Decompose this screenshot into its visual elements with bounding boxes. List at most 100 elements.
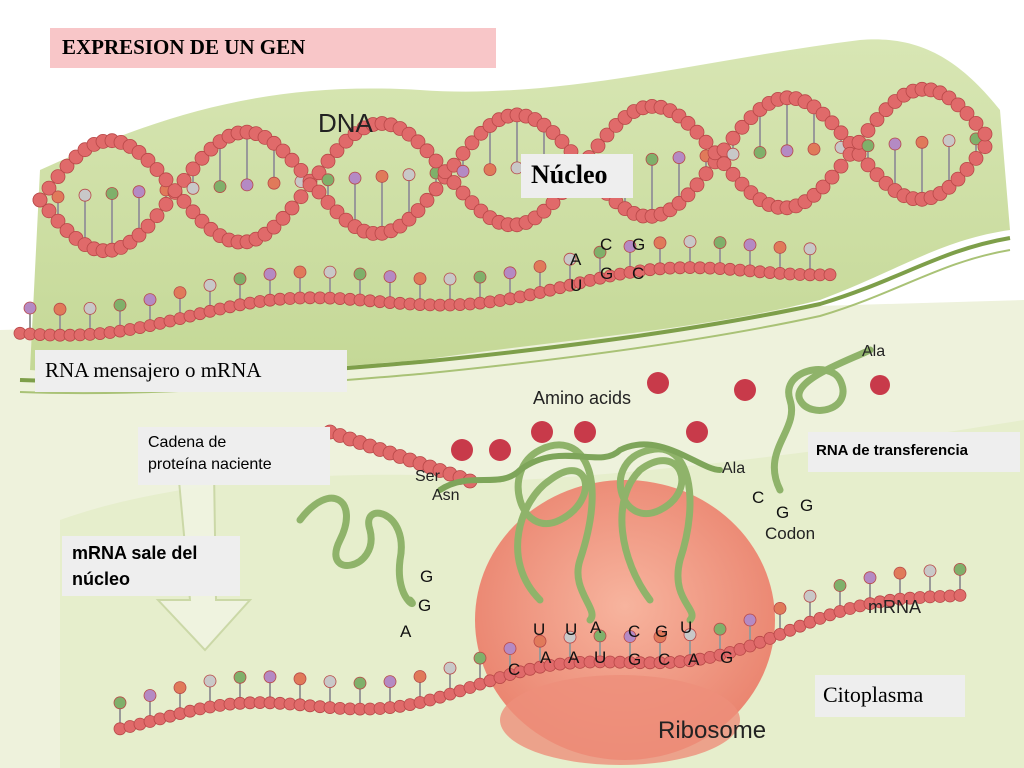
amino-acid — [686, 421, 708, 443]
dna-backbone-bead — [815, 106, 831, 122]
nucleotide-base — [105, 187, 119, 200]
dna-backbone-bead — [860, 123, 876, 138]
dna-backbone-bead — [428, 153, 444, 169]
dna-backbone-bead — [140, 152, 156, 168]
nucleotide-base — [672, 151, 686, 165]
dna-backbone-bead — [284, 152, 300, 168]
base-letter: C — [632, 264, 645, 283]
nucleotide-base — [233, 272, 247, 286]
nucleotide-base — [383, 270, 397, 284]
nucleotide-base — [807, 142, 821, 156]
mrna-exit-label-box: mRNA sale del núcleo — [62, 536, 240, 596]
nucleotide-base — [267, 176, 281, 190]
base-letter: U — [565, 620, 578, 639]
mrna-label-box: RNA mensajero o mRNA — [35, 350, 347, 392]
nucleotide-base — [83, 301, 97, 315]
dna-backbone-bead — [698, 166, 714, 182]
ala-mid-label: Ala — [722, 460, 746, 477]
dna-backbone-bead — [698, 134, 714, 150]
dna-backbone-bead — [968, 150, 984, 166]
base-letter: A — [400, 622, 412, 641]
dna-backbone-bead — [833, 158, 849, 174]
nucleotide-base — [213, 180, 227, 194]
amino-acid — [734, 379, 756, 401]
ribosome-label: Ribosome — [658, 717, 767, 744]
dna-backbone-bead — [329, 143, 345, 159]
dna-backbone-bead — [869, 112, 885, 127]
dna-label: DNA — [318, 108, 373, 138]
dna-backbone-bead — [734, 176, 750, 192]
dna-backbone-bead — [149, 162, 165, 177]
amino-acid — [451, 439, 473, 461]
base-letter: C — [600, 235, 613, 254]
nucleotide-base — [383, 675, 397, 688]
dna-backbone-bead — [959, 106, 975, 121]
nucleotide-base — [743, 613, 757, 627]
base-letter: G — [420, 567, 434, 586]
mrna-backbone-bead — [823, 268, 837, 282]
title-box: EXPRESION DE UN GEN — [50, 28, 496, 68]
amino-acid — [489, 439, 511, 461]
dna-backbone-bead — [977, 126, 993, 142]
base-letter: G — [418, 596, 432, 615]
dna-backbone-bead — [320, 194, 336, 210]
cytoplasm-label: Citoplasma — [823, 682, 924, 707]
nucleotide-base — [780, 144, 794, 158]
dna-backbone-bead — [50, 169, 66, 185]
dna-backbone-bead — [824, 115, 840, 131]
base-letter: G — [600, 264, 614, 283]
base-letter: C — [658, 650, 671, 669]
amino-acid — [647, 372, 669, 394]
nucleotide-base — [203, 674, 217, 688]
nucleotide-base — [263, 267, 277, 281]
nucleotide-base — [321, 173, 335, 187]
nucleotide-base — [113, 298, 127, 312]
trna-label: RNA de transferencia — [816, 442, 968, 459]
nucleotide-base — [443, 272, 457, 286]
nucleotide-base — [143, 293, 157, 307]
base-letter: A — [688, 650, 700, 669]
nucleotide-base — [533, 634, 547, 648]
amino-acids-label: Amino acids — [533, 388, 632, 408]
dna-backbone-bead — [455, 185, 471, 201]
dna-backbone-bead — [410, 134, 426, 150]
nucleotide-base — [623, 630, 637, 643]
nucleus-label: Núcleo — [531, 160, 608, 189]
nucleotide-base — [773, 240, 787, 254]
nucleus-region — [30, 39, 1010, 375]
dna-backbone-bead — [41, 203, 57, 219]
nucleotide-base — [533, 260, 547, 273]
dna-backbone-bead — [680, 187, 696, 203]
base-letter: U — [570, 276, 583, 295]
dna-backbone-bead — [716, 156, 732, 172]
nucleotide-base — [473, 651, 487, 665]
dna-backbone-bead — [410, 203, 426, 218]
nucleotide-base — [563, 252, 577, 266]
dna-backbone-bead — [455, 146, 471, 161]
nucleotide-base — [833, 579, 847, 592]
trna-center-left — [514, 441, 596, 624]
nucleotide-base — [173, 681, 187, 694]
nucleotide-base — [953, 563, 967, 576]
dna-backbone-bead — [59, 158, 75, 174]
dna-backbone-bead — [446, 175, 462, 190]
nucleotide-base — [893, 566, 907, 580]
nucleotide-base — [923, 564, 937, 578]
dna-backbone-bead — [131, 227, 147, 243]
dna-backbone-bead — [158, 172, 174, 188]
dna-backbone-bead — [977, 139, 993, 155]
ribosome-small-subunit — [500, 675, 740, 765]
dna-backbone-bead — [815, 179, 831, 195]
trna-center-right — [617, 445, 696, 624]
nucleotide-base — [683, 235, 697, 249]
page-title: EXPRESION DE UN GEN — [62, 35, 306, 59]
dna-backbone-bead — [32, 192, 48, 208]
asn-label: Asn — [432, 487, 460, 504]
dna-backbone-bead — [599, 127, 615, 143]
ser-label: Ser — [415, 468, 440, 485]
dna-backbone-bead — [293, 189, 309, 205]
dna-backbone-bead — [158, 196, 174, 212]
nucleotide-base — [53, 302, 67, 316]
dna-backbone-bead — [689, 124, 705, 140]
nucleotide-base — [353, 676, 367, 690]
